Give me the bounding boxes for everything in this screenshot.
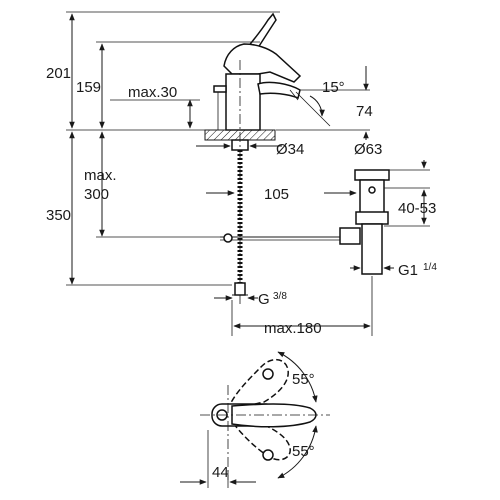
dim-44: 44 (212, 464, 229, 481)
dim-diameter-63: Ø63 (354, 141, 382, 158)
dim-159: 159 (76, 79, 101, 96)
popup-rod (220, 233, 345, 243)
top-view-dims (180, 351, 318, 488)
faucet-side-view (204, 12, 302, 305)
dim-201: 201 (46, 65, 71, 82)
dim-max-180: max.180 (264, 320, 322, 337)
drain-waste (339, 169, 390, 275)
dim-g1-fraction: 1/4 (423, 262, 437, 273)
dim-15-deg: 15° (322, 79, 345, 96)
faucet-top-view (200, 358, 330, 480)
dim-350: 350 (46, 207, 71, 224)
dim-g-thread: G (258, 291, 270, 308)
dimension-lines (66, 11, 430, 336)
dim-55-deg-top: 55° (292, 371, 315, 388)
dim-g-thread-fraction: 3/8 (273, 291, 287, 302)
dim-diameter-34: Ø34 (276, 141, 304, 158)
dim-40-53: 40-53 (398, 200, 436, 217)
dim-105: 105 (264, 186, 289, 203)
supply-hoses (232, 150, 248, 296)
dim-max-30: max.30 (128, 84, 177, 101)
dim-55-deg-bottom: 55° (292, 443, 315, 460)
dim-max-label: max. (84, 167, 117, 184)
dim-74: 74 (356, 103, 373, 120)
dim-g1: G1 (398, 262, 418, 279)
dim-300: 300 (84, 186, 109, 203)
